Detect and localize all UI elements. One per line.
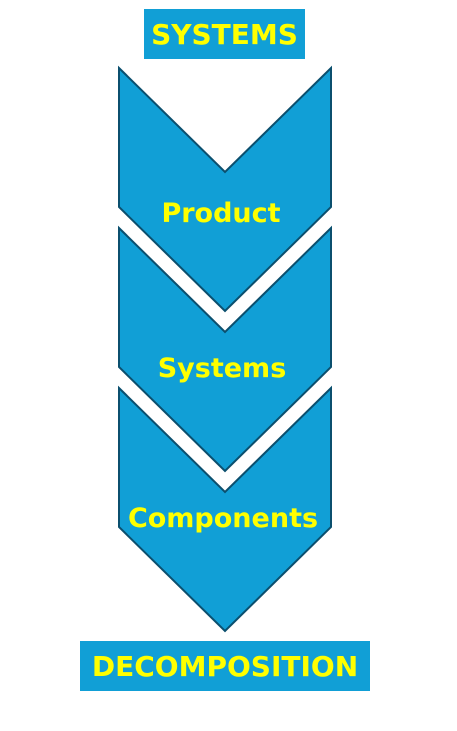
- chevron-components-label: Components: [128, 503, 318, 534]
- chevron-product-label: Product: [161, 198, 280, 229]
- bottom-label-decomposition: DECOMPOSITION: [80, 641, 370, 691]
- bottom-label-text: DECOMPOSITION: [91, 649, 359, 683]
- chevron-product: Product: [118, 65, 332, 313]
- chevron-product-shape: [118, 65, 332, 313]
- chevron-systems-shape: [118, 225, 332, 473]
- top-label-systems: SYSTEMS: [144, 9, 305, 59]
- chevron-components: Components: [118, 385, 332, 633]
- chevron-components-shape: [118, 385, 332, 633]
- chevron-systems: Systems: [118, 225, 332, 473]
- chevron-systems-label: Systems: [158, 353, 287, 384]
- top-label-text: SYSTEMS: [151, 17, 298, 51]
